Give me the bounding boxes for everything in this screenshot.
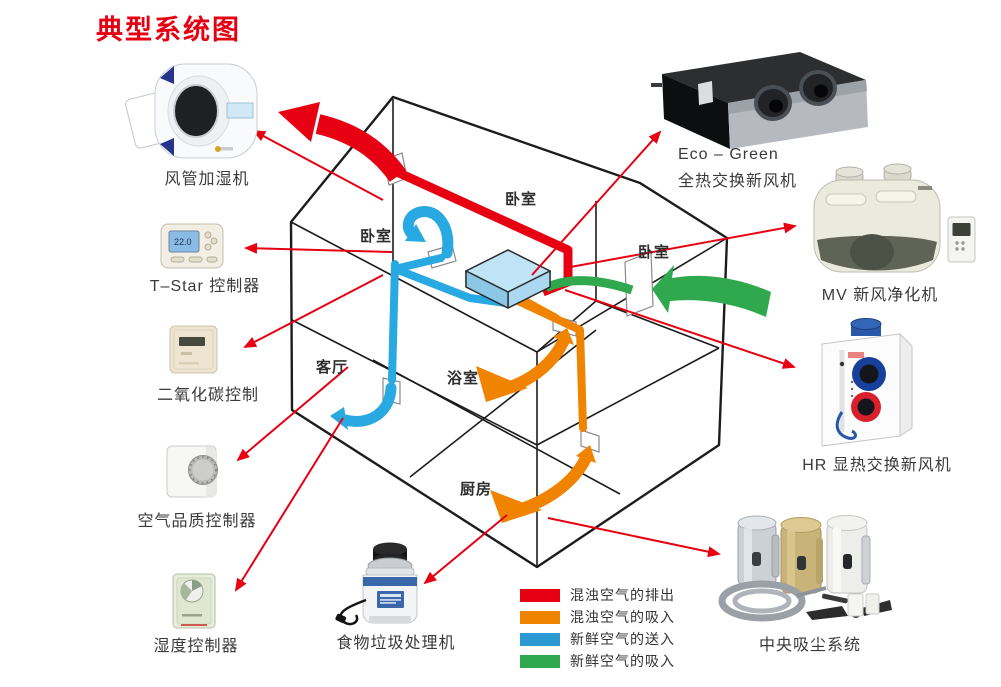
legend-row-exhaust: 混浊空气的排出 bbox=[520, 584, 675, 606]
air-quality-controller-image bbox=[166, 445, 218, 498]
legend-swatch-extract bbox=[520, 610, 560, 624]
connector-humidity bbox=[234, 417, 344, 592]
room-label-bedroom-center: 卧室 bbox=[504, 191, 538, 208]
room-label-bedroom-left: 卧室 bbox=[359, 228, 393, 245]
legend-swatch-fresh bbox=[520, 654, 560, 668]
fresh-air-duct bbox=[543, 276, 634, 295]
legend: 混浊空气的排出 混浊空气的吸入 新鲜空气的送入 新鲜空气的吸入 bbox=[520, 584, 675, 672]
mv-unit-image bbox=[813, 163, 976, 273]
label-disposer: 食物垃圾处理机 bbox=[336, 635, 456, 652]
kitchen-extract-arrow bbox=[490, 445, 596, 523]
connector-duct-humidifier bbox=[252, 130, 384, 201]
label-co2: 二氧化碳控制 bbox=[156, 387, 260, 404]
central-vacuum-image bbox=[718, 515, 892, 622]
fresh-air-vent bbox=[624, 251, 654, 317]
humidity-controller-image bbox=[172, 573, 216, 629]
legend-label-fresh: 新鲜空气的吸入 bbox=[570, 653, 675, 669]
label-eco-green-line2: 全热交换新风机 bbox=[678, 173, 798, 190]
legend-label-supply: 新鲜空气的送入 bbox=[570, 631, 675, 647]
legend-row-supply: 新鲜空气的送入 bbox=[520, 628, 675, 650]
page-title: 典型系统图 bbox=[96, 15, 241, 45]
label-eco-green-line1: Eco – Green bbox=[678, 146, 779, 163]
heat-exchange-unit bbox=[465, 249, 551, 309]
connector-air-quality bbox=[236, 366, 349, 462]
connector-disposer bbox=[423, 514, 508, 585]
connector-t-star bbox=[244, 242, 393, 254]
connector-vacuum bbox=[547, 517, 721, 558]
house-outline bbox=[289, 95, 729, 569]
label-vacuum: 中央吸尘系统 bbox=[758, 637, 862, 654]
connector-mv bbox=[564, 222, 797, 269]
legend-label-exhaust: 混浊空气的排出 bbox=[570, 587, 675, 603]
connector-eco-green bbox=[531, 130, 662, 276]
room-label-bedroom-right: 卧室 bbox=[637, 244, 671, 261]
t-star-controller-image: 22.0 bbox=[160, 223, 224, 269]
label-air-quality: 空气品质控制器 bbox=[137, 513, 257, 530]
legend-swatch-exhaust bbox=[520, 588, 560, 602]
legend-row-fresh: 新鲜空气的吸入 bbox=[520, 650, 675, 672]
bathroom-extract-arrow bbox=[476, 328, 574, 402]
legend-label-extract: 混浊空气的吸入 bbox=[570, 609, 675, 625]
label-duct-humidifier: 风管加湿机 bbox=[164, 171, 250, 188]
exhaust-arrow bbox=[278, 102, 407, 183]
room-label-living-room: 客厅 bbox=[315, 359, 349, 376]
t-star-screen: 22.0 bbox=[174, 237, 192, 247]
kitchen-vent bbox=[580, 429, 600, 453]
room-label-bathroom: 浴室 bbox=[446, 370, 480, 387]
label-t-star: T–Star 控制器 bbox=[149, 278, 261, 295]
room-label-kitchen: 厨房 bbox=[459, 481, 493, 498]
connector-arrows bbox=[234, 130, 797, 592]
duct-humidifier-image bbox=[125, 63, 258, 159]
label-mv: MV 新风净化机 bbox=[821, 287, 939, 304]
legend-row-extract: 混浊空气的吸入 bbox=[520, 606, 675, 628]
fresh-air-arrow bbox=[652, 265, 771, 317]
label-hr: HR 显热交换新风机 bbox=[802, 457, 952, 474]
connector-co2 bbox=[243, 274, 384, 348]
co2-control-image bbox=[169, 325, 218, 374]
bedroom-supply-arrow bbox=[402, 206, 454, 259]
legend-swatch-supply bbox=[520, 632, 560, 646]
living-room-supply-arrow bbox=[330, 382, 397, 430]
label-humidity: 湿度控制器 bbox=[153, 638, 239, 655]
connector-hr bbox=[564, 289, 796, 369]
food-waste-disposer-image bbox=[335, 542, 418, 626]
eco-green-unit-image bbox=[651, 52, 868, 149]
hr-unit-image bbox=[821, 318, 913, 447]
